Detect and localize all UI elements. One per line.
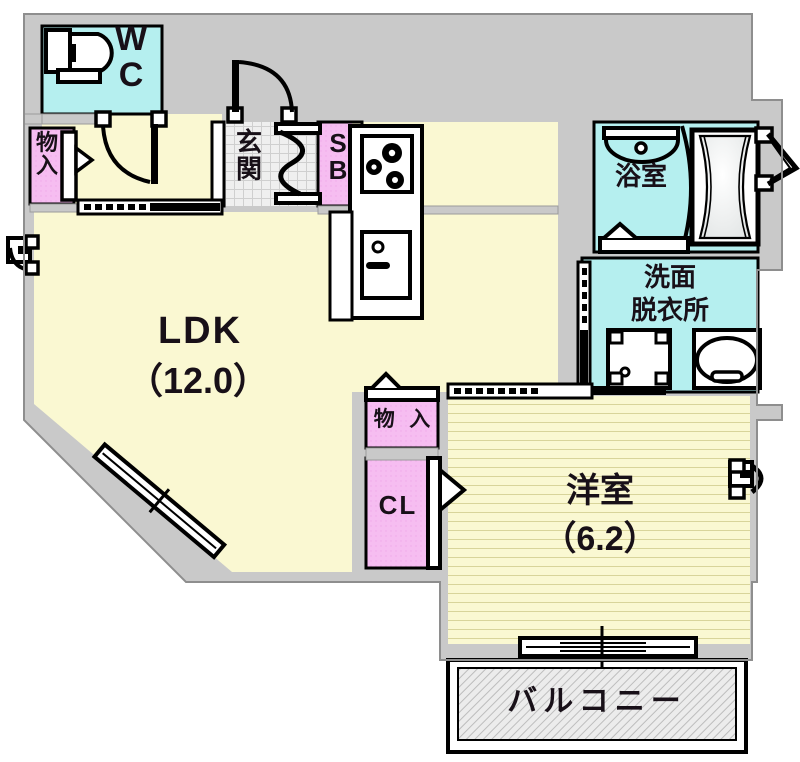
storage-ldk-door-icon <box>364 371 440 402</box>
room-ldk-fill <box>34 212 352 572</box>
openings <box>6 60 800 668</box>
kitchen-sink-icon <box>360 230 412 300</box>
wc-door-icon <box>94 110 168 184</box>
gas-stove-3-burner-icon <box>360 134 414 194</box>
shower-faucet-icon <box>602 126 680 164</box>
washroom-door-icon <box>576 260 592 386</box>
bath-door-icon <box>598 221 690 254</box>
bath-fixtures <box>598 125 761 254</box>
bath-window-icon <box>754 126 800 192</box>
room-balcony-fill <box>458 668 736 740</box>
kitchen-counter <box>328 124 424 322</box>
hall-ldk-sliding-door-icon <box>76 198 224 216</box>
bedroom-balcony-sliding-door-icon <box>518 626 698 668</box>
ldk-bedroom-sliding-door-icon <box>446 382 666 400</box>
storage-hall-door-icon <box>60 130 95 202</box>
envelope-outline <box>23 13 783 661</box>
shoebox-folding-door-icon <box>274 122 322 205</box>
room-storage-ldk-fill <box>366 398 438 448</box>
washing-machine-pan-icon <box>606 328 672 390</box>
wash-basin-icon <box>692 328 762 390</box>
bathtub-icon <box>689 127 761 247</box>
ldk-corner-window-icon <box>91 441 228 560</box>
entrance-door-icon <box>226 60 298 124</box>
closet-door-icon <box>426 456 468 570</box>
toilet-icon <box>44 28 114 84</box>
genkan-frame <box>210 120 226 208</box>
room-bedroom-fill <box>448 396 750 644</box>
bedroom-east-window-icon <box>728 458 764 500</box>
